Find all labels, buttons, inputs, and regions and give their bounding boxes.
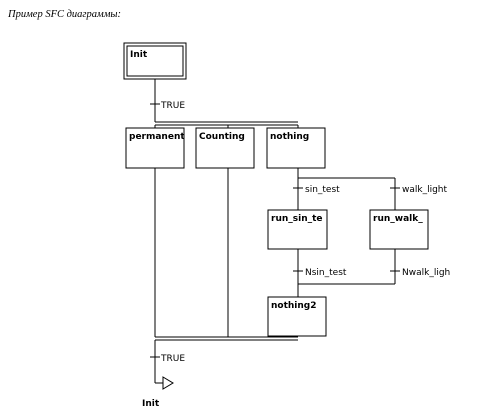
transition-true-top[interactable]: TRUE: [150, 101, 185, 111]
transition-true-top-label: TRUE: [160, 101, 185, 111]
step-init[interactable]: Init: [123, 42, 187, 80]
transition-sin-test[interactable]: sin_test: [293, 185, 340, 195]
diagram-caption: Пример SFC диаграммы:: [8, 9, 122, 20]
step-counting[interactable]: Counting: [195, 127, 255, 169]
step-nothing2[interactable]: nothing2: [267, 296, 327, 337]
step-init-label: Init: [130, 50, 148, 60]
step-nothing2-label: nothing2: [271, 301, 317, 311]
parallel-branch-top: [154, 121, 299, 128]
transition-sin-test-label: sin_test: [305, 185, 340, 195]
step-run-sin-test-label: run_sin_te: [271, 214, 323, 224]
step-run-walk-light[interactable]: run_walk_: [369, 209, 429, 250]
transition-nwalk-light[interactable]: Nwalk_ligh: [390, 268, 450, 278]
step-permanent-label: permanent: [129, 132, 185, 142]
step-counting-label: Counting: [199, 132, 245, 142]
transition-nsin-test[interactable]: Nsin_test: [293, 268, 347, 278]
transition-walk-light[interactable]: walk_light: [390, 185, 448, 195]
jump-target-label: Init: [142, 399, 160, 409]
transition-nwalk-light-label: Nwalk_ligh: [402, 268, 450, 278]
transition-true-bottom-label: TRUE: [160, 354, 185, 364]
transition-nsin-test-label: Nsin_test: [305, 268, 347, 278]
step-nothing-label: nothing: [270, 132, 309, 142]
transition-walk-light-label: walk_light: [402, 185, 448, 195]
step-nothing[interactable]: nothing: [266, 127, 326, 169]
step-permanent[interactable]: permanent: [125, 127, 185, 169]
jump-arrow[interactable]: Init: [142, 376, 174, 409]
parallel-branch-bottom: [155, 336, 298, 341]
step-run-walk-light-label: run_walk_: [373, 214, 423, 224]
step-run-sin-test[interactable]: run_sin_te: [267, 209, 328, 250]
transition-true-bottom[interactable]: TRUE: [150, 354, 185, 364]
